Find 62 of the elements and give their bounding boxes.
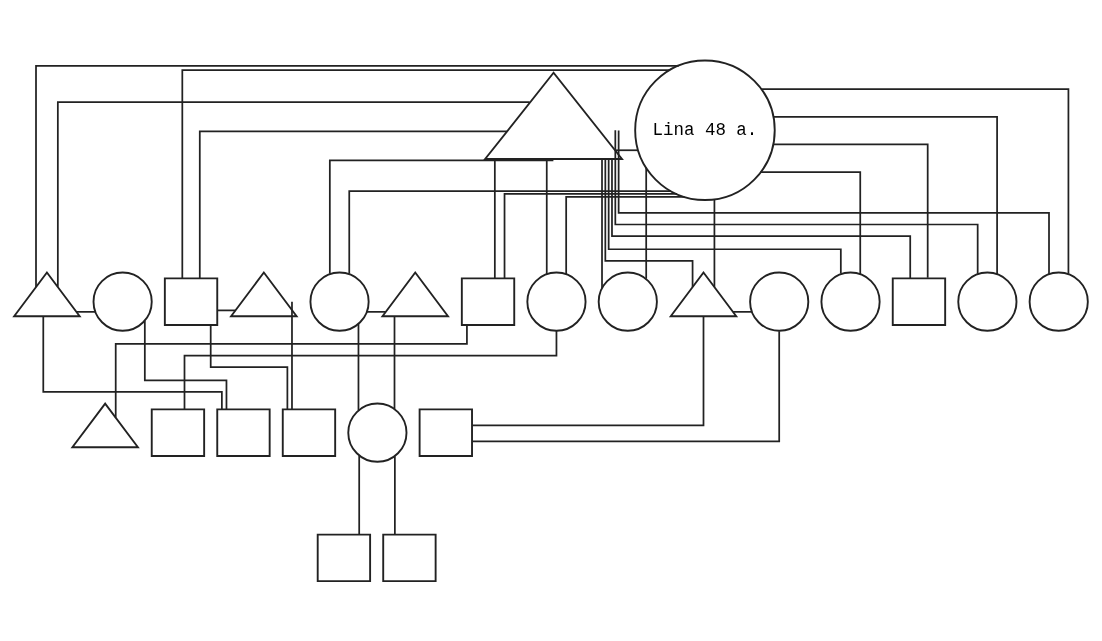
connector bbox=[503, 192, 678, 279]
connector bbox=[759, 170, 862, 275]
connector bbox=[198, 129, 508, 279]
connector bbox=[183, 329, 558, 410]
node-circle bbox=[526, 271, 587, 332]
connector bbox=[114, 323, 468, 418]
node-box bbox=[163, 276, 219, 326]
connector bbox=[357, 322, 360, 411]
connector bbox=[772, 115, 998, 275]
node-triangle bbox=[229, 270, 299, 317]
connector bbox=[181, 68, 671, 279]
node-box bbox=[460, 276, 516, 326]
connector bbox=[601, 157, 603, 289]
connector bbox=[209, 323, 289, 410]
connector bbox=[604, 157, 694, 288]
connector bbox=[35, 64, 680, 288]
connector bbox=[732, 310, 753, 313]
node-circle: Lina 48 a. bbox=[634, 59, 776, 201]
connector bbox=[617, 129, 1050, 275]
node-triangle bbox=[70, 401, 140, 448]
connector bbox=[328, 159, 555, 275]
node-triangle bbox=[483, 70, 624, 160]
node-circle bbox=[749, 271, 810, 332]
connector bbox=[772, 143, 929, 279]
connector bbox=[565, 195, 686, 275]
node-circle bbox=[347, 402, 408, 463]
connector bbox=[607, 157, 842, 274]
connector bbox=[471, 329, 781, 442]
node-triangle bbox=[12, 270, 82, 317]
connector bbox=[760, 87, 1070, 275]
node-circle bbox=[1028, 271, 1089, 332]
connector bbox=[614, 128, 979, 275]
node-box bbox=[316, 533, 372, 582]
connector bbox=[611, 157, 912, 279]
node-circle bbox=[957, 271, 1018, 332]
connector bbox=[75, 310, 96, 313]
connector bbox=[348, 189, 672, 275]
node-box bbox=[216, 407, 271, 457]
node-triangle bbox=[668, 270, 739, 317]
connector bbox=[366, 310, 387, 313]
connector bbox=[216, 309, 237, 311]
node-box bbox=[150, 407, 206, 457]
node-circle bbox=[820, 271, 881, 332]
connector bbox=[143, 319, 228, 410]
connector bbox=[393, 315, 396, 410]
node-circle bbox=[309, 271, 370, 332]
connector bbox=[291, 300, 293, 410]
node-circle bbox=[597, 271, 658, 332]
node-circle bbox=[92, 271, 153, 332]
connector bbox=[394, 454, 396, 535]
node-triangle bbox=[380, 270, 450, 317]
connector bbox=[358, 454, 361, 535]
connector bbox=[645, 166, 648, 280]
node-box bbox=[418, 407, 473, 457]
connector bbox=[56, 100, 531, 288]
connector bbox=[713, 198, 716, 288]
node-box bbox=[382, 533, 437, 582]
connector bbox=[614, 148, 639, 151]
node-box bbox=[891, 276, 947, 326]
connector bbox=[471, 314, 705, 426]
node-box bbox=[281, 407, 337, 457]
connector bbox=[42, 315, 223, 410]
